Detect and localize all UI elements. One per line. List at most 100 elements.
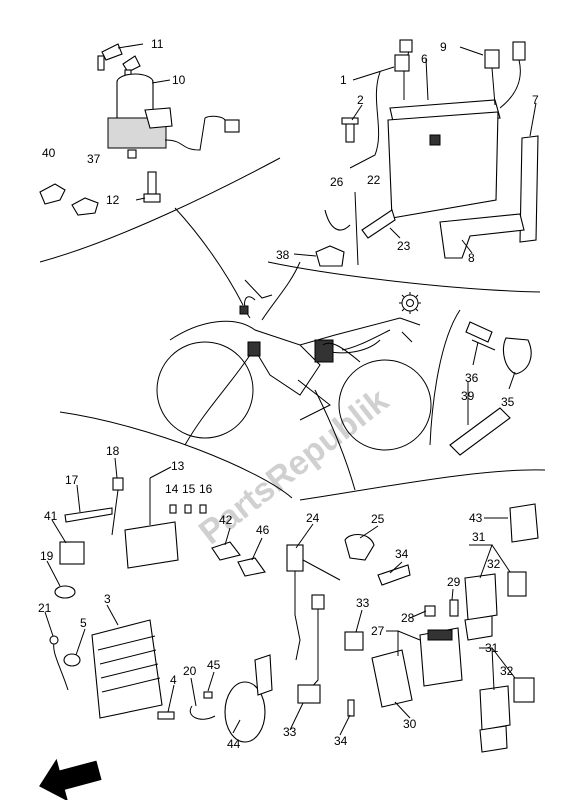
callout-27: 27: [371, 624, 385, 638]
callout-31-upper: 31: [472, 530, 486, 544]
front-direction-arrow: [39, 758, 102, 800]
callout-18: 18: [106, 444, 120, 458]
bolt-4: [157, 711, 175, 720]
leader-line: [314, 389, 356, 491]
bolt-47: [203, 691, 213, 699]
callout-4: 4: [170, 673, 177, 687]
bolt-29: [449, 599, 459, 617]
battery-assembly: [349, 39, 539, 259]
callout-22: 22: [367, 173, 381, 187]
callout-32-upper: 32: [487, 557, 501, 571]
clamp-44: [211, 541, 241, 561]
callout-20: 20: [183, 664, 197, 678]
callout-41: 39: [461, 389, 475, 403]
callout-28: 28: [401, 611, 415, 625]
callout-39: 37: [87, 152, 101, 166]
callout-14: 14: [165, 482, 179, 496]
divider-right: [299, 469, 546, 501]
clamp-38: [465, 321, 496, 351]
callout-9: 9: [440, 40, 447, 54]
callout-42: 40: [42, 146, 56, 160]
callout-2: 2: [357, 93, 364, 107]
gear-icon: [399, 292, 421, 314]
socket-25: [344, 534, 375, 561]
callout-19: 19: [40, 549, 54, 563]
clamp-26: [324, 209, 351, 231]
callout-15: 15: [182, 482, 196, 496]
callout-7: 7: [532, 93, 539, 107]
screw-20: [189, 705, 216, 720]
horn-46: [224, 654, 273, 743]
clamp-23: [361, 209, 396, 239]
band-19: [54, 585, 76, 599]
callout-31-lower: 31: [485, 641, 499, 655]
clamp-48: [237, 557, 266, 577]
leader-line: [261, 261, 301, 321]
callout-11: 11: [151, 37, 164, 51]
relay-43: [59, 541, 85, 565]
starter-relay-27-28: [419, 605, 463, 687]
label-leaders: [44, 43, 537, 736]
divider-top-left: [39, 157, 281, 263]
callout-37: 35: [501, 395, 515, 409]
callout-12: 12: [106, 193, 120, 207]
leader-line: [322, 342, 361, 363]
bolt-2: [341, 117, 359, 143]
ecu-13: [124, 478, 207, 569]
divider-small: [429, 309, 461, 446]
callout-10: 10: [172, 73, 186, 87]
relay-31a: [464, 573, 498, 641]
callout-24: 24: [306, 511, 320, 525]
callout-35: 33: [356, 596, 370, 610]
connector-18: [111, 477, 124, 536]
callout-43: 41: [44, 509, 58, 523]
switch-33: [297, 594, 325, 704]
clamp-42: [39, 183, 66, 205]
callout-36: 34: [395, 547, 409, 561]
clamp-39: [71, 197, 99, 216]
callout-5: 5: [80, 616, 87, 630]
holder-37: [502, 337, 532, 375]
relay-30: [371, 649, 413, 708]
screw-34: [347, 699, 355, 717]
leader-line: [341, 329, 391, 351]
callout-3: 3: [104, 592, 111, 606]
callout-29: 29: [447, 575, 461, 589]
divider-top-right: [267, 261, 541, 293]
callout-46: 44: [227, 737, 241, 751]
cable-21: [49, 635, 69, 691]
callout-48: 46: [256, 523, 270, 537]
callout-6: 6: [421, 52, 428, 66]
cover-32b: [513, 677, 535, 703]
leader-line: [174, 207, 244, 306]
ignition-switch-assembly: [97, 43, 240, 159]
callout-25: 25: [371, 512, 385, 526]
callout-47: 45: [207, 658, 221, 672]
callout-8: 8: [468, 251, 475, 265]
callout-23: 23: [397, 239, 411, 253]
band-36: [377, 564, 411, 586]
collar-5: [63, 653, 81, 667]
callout-34: 34: [334, 734, 348, 748]
callout-45: 43: [469, 511, 483, 525]
switch-24: [286, 544, 341, 661]
socket-35: [344, 631, 364, 651]
cover-32a: [507, 571, 527, 597]
callout-13: 13: [171, 459, 185, 473]
callout-17: 17: [65, 473, 79, 487]
tube-41: [449, 407, 511, 456]
callout-21: 21: [38, 601, 52, 615]
callout-44: 42: [219, 513, 233, 527]
leader-line: [184, 354, 251, 446]
band-17: [64, 507, 113, 523]
motorcycle-outline: [156, 279, 432, 451]
callout-40: 38: [276, 248, 290, 262]
callout-1: 1: [340, 73, 347, 87]
clamp-40: [315, 245, 345, 267]
callout-33: 33: [283, 725, 297, 739]
relay-31b: [479, 685, 511, 753]
band-22: [354, 191, 359, 266]
callout-26: 26: [330, 175, 344, 189]
